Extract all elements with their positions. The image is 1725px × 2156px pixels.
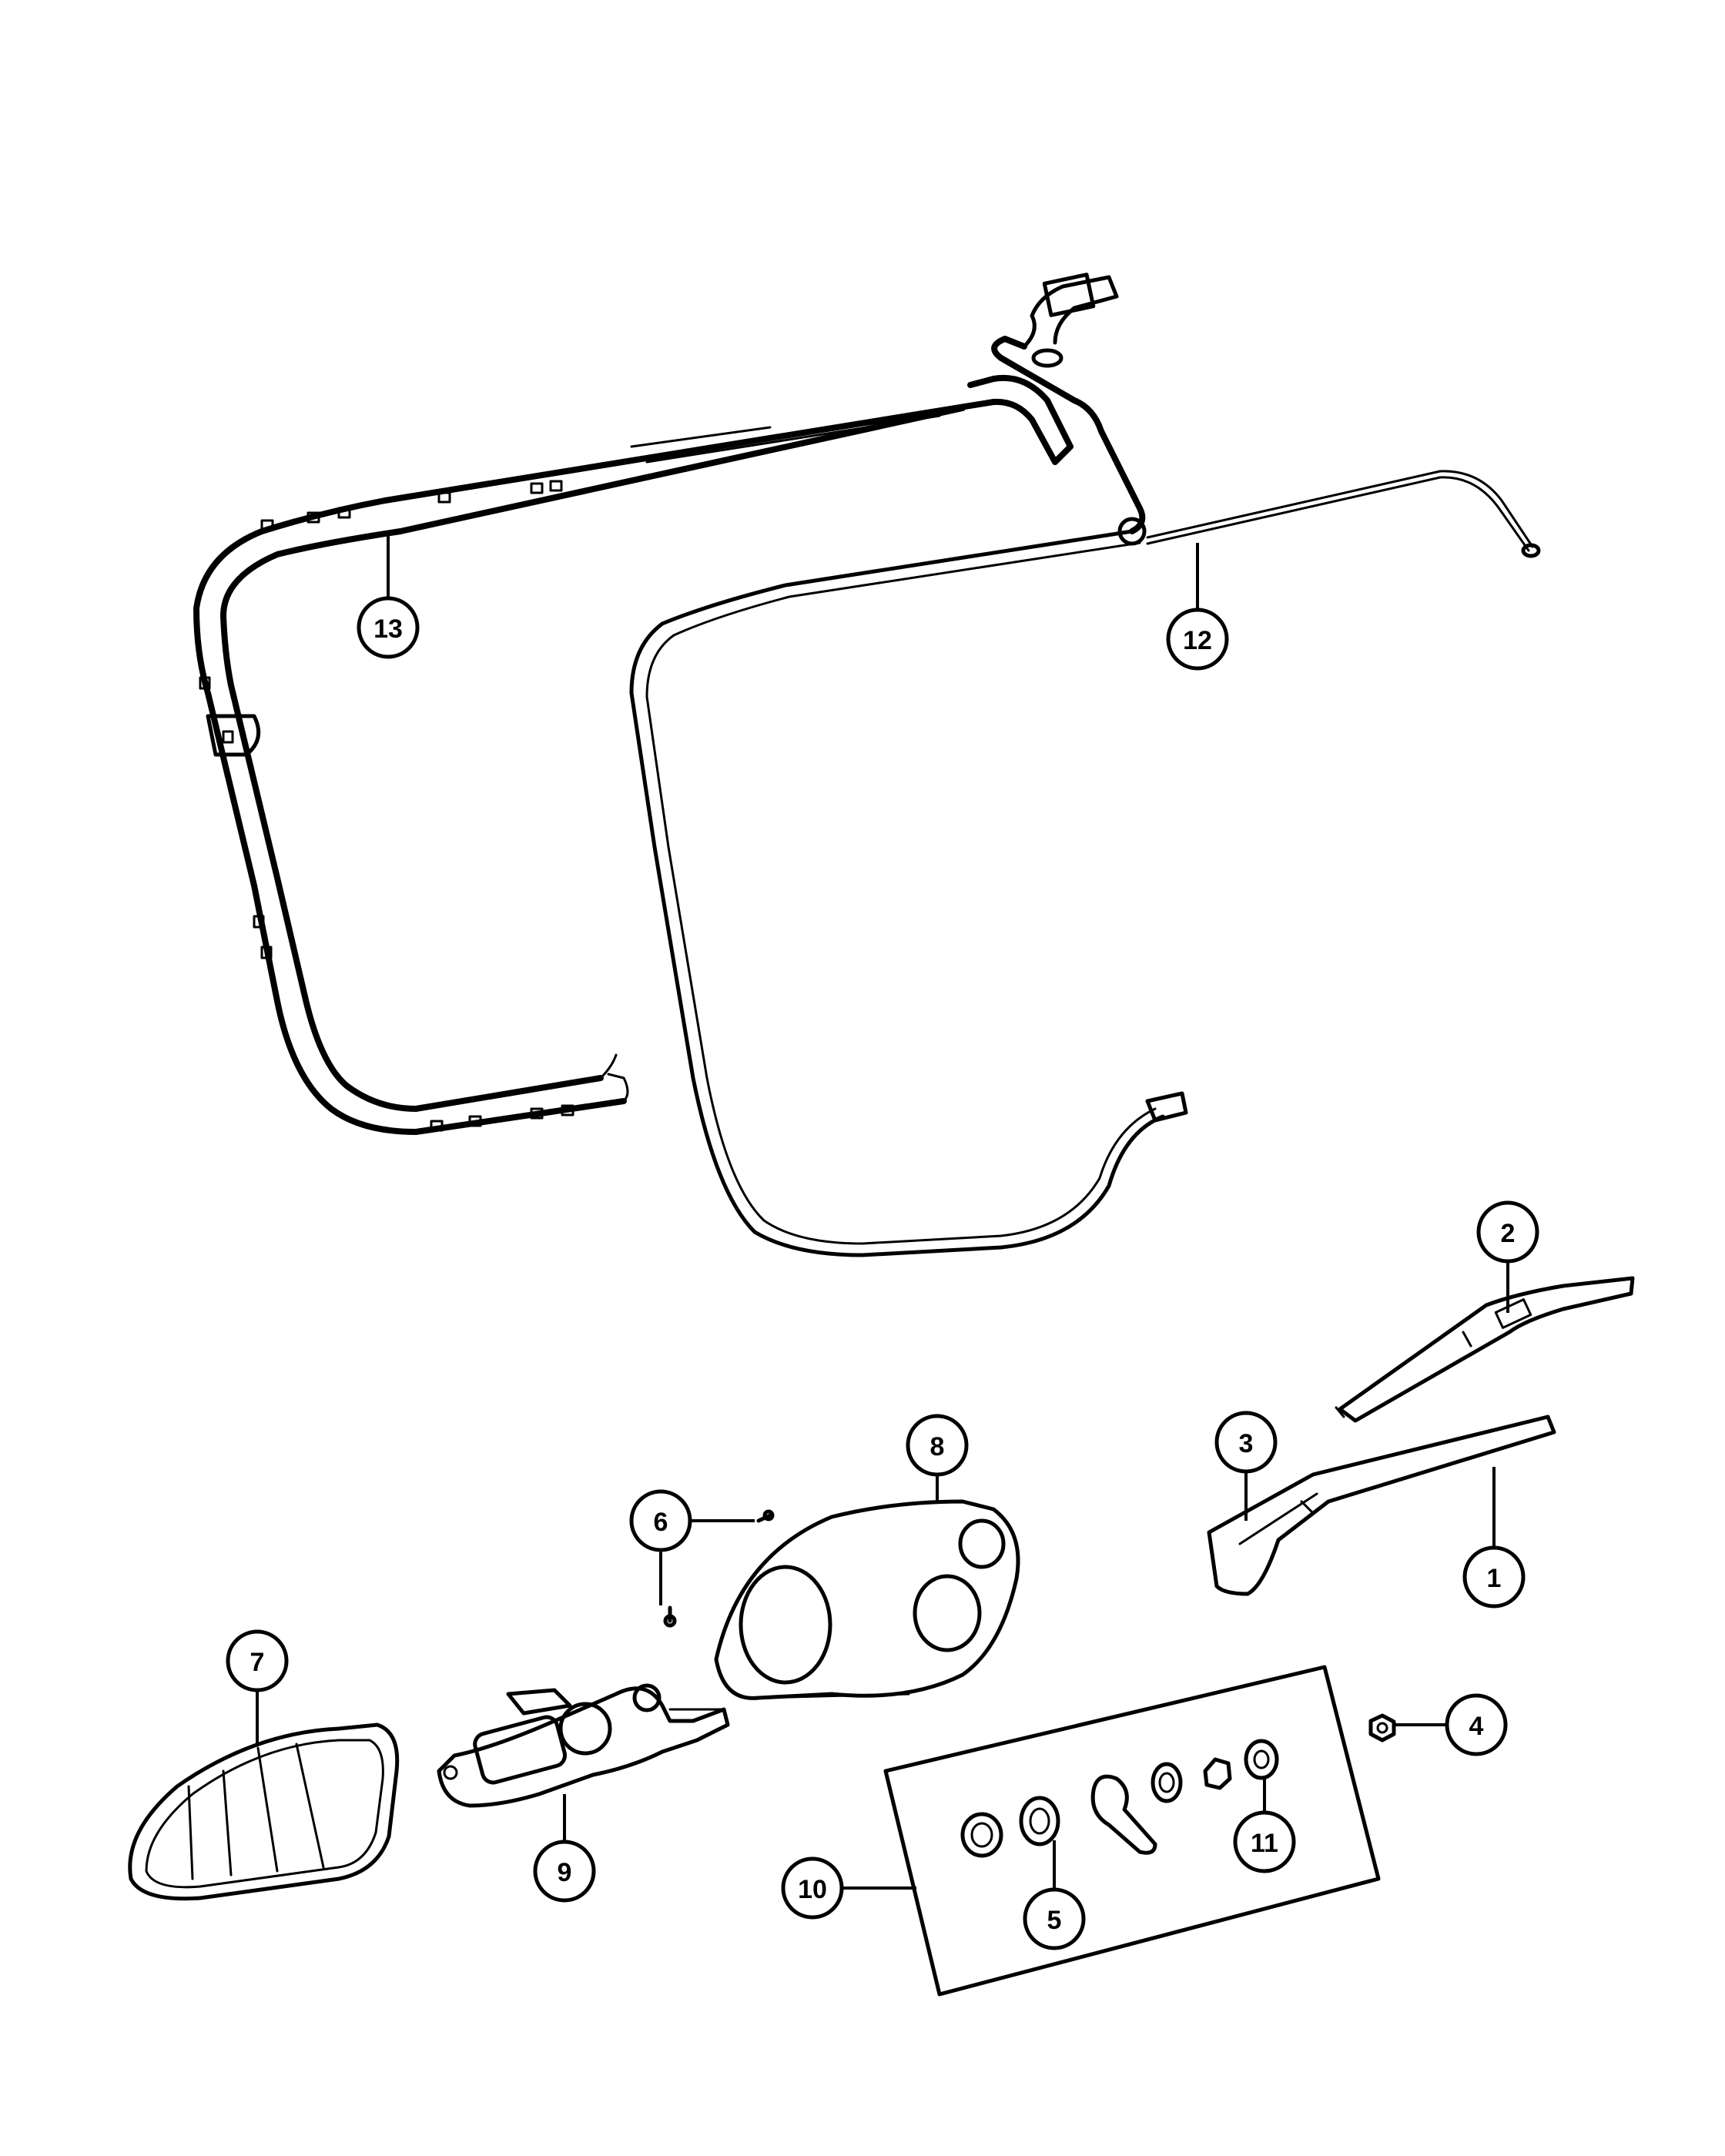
part-4-nut: [1368, 1713, 1396, 1743]
callout-label: 13: [373, 614, 403, 644]
part-10-kit: [883, 1665, 1381, 1997]
callout-label: 6: [654, 1508, 668, 1537]
callout-label: 10: [798, 1875, 827, 1904]
callout-6: 6: [629, 1489, 692, 1552]
part-7-glass: [128, 1722, 400, 1901]
callout-13: 13: [357, 596, 420, 659]
callout-label: 5: [1047, 1906, 1062, 1935]
part-1-wiper-arm: [1207, 1414, 1556, 1596]
callout-8: 8: [906, 1414, 969, 1477]
callout-2: 2: [1476, 1200, 1539, 1264]
callout-label: 8: [930, 1432, 945, 1461]
callout-11: 11: [1233, 1810, 1296, 1873]
callout-label: 9: [558, 1858, 572, 1887]
callout-label: 2: [1501, 1219, 1516, 1248]
part-13-rail: [193, 374, 1074, 1135]
callout-label: 1: [1487, 1564, 1502, 1593]
callout-label: 11: [1251, 1829, 1278, 1858]
part-2-wiper-blade: [1335, 1276, 1635, 1423]
callout-12: 12: [1166, 608, 1229, 671]
callout-label: 4: [1469, 1712, 1484, 1741]
callout-7: 7: [226, 1629, 289, 1692]
callout-label: 7: [250, 1648, 265, 1677]
callout-3: 3: [1214, 1411, 1278, 1474]
callout-10: 10: [781, 1856, 844, 1920]
callout-label: 12: [1183, 626, 1212, 655]
part-9-wiper-motor: [437, 1683, 730, 1808]
callout-9: 9: [533, 1840, 596, 1903]
callout-4: 4: [1445, 1693, 1508, 1756]
part-8-cover: [714, 1499, 1020, 1700]
leader-lines: [256, 531, 1509, 1890]
part-12-wire-harness: [629, 273, 1541, 1257]
part-6-screws: [663, 1509, 775, 1628]
callout-5: 5: [1023, 1887, 1086, 1950]
callout-1: 1: [1462, 1545, 1526, 1609]
callout-label: 3: [1239, 1429, 1254, 1458]
